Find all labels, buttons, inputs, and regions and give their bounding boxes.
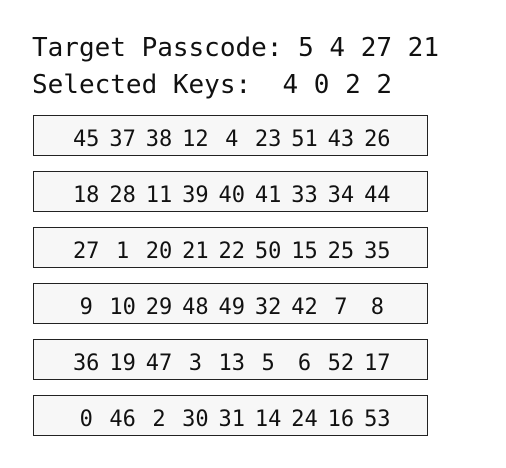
key-button[interactable]: 28 xyxy=(109,182,136,208)
key-row-6[interactable]: 0 46 2 30 31 14 24 16 53 xyxy=(33,395,428,436)
key-button[interactable]: 4 xyxy=(225,126,239,152)
target-passcode-label: Target Passcode: xyxy=(32,33,283,63)
key-button[interactable]: 53 xyxy=(364,406,391,432)
key-button[interactable]: 36 xyxy=(72,350,100,376)
key-button[interactable]: 44 xyxy=(364,182,391,208)
key-button[interactable]: 9 xyxy=(79,294,93,320)
key-button[interactable]: 40 xyxy=(218,182,246,208)
key-button[interactable]: 18 xyxy=(72,182,100,208)
selected-keys-value: 4 0 2 2 xyxy=(282,70,393,100)
key-button[interactable]: 21 xyxy=(182,238,209,264)
key-button[interactable]: 14 xyxy=(254,406,282,432)
key-button[interactable]: 17 xyxy=(364,350,391,376)
key-button[interactable]: 25 xyxy=(327,238,355,264)
key-button[interactable]: 52 xyxy=(327,350,355,376)
key-button[interactable]: 7 xyxy=(334,294,348,320)
key-button[interactable]: 20 xyxy=(145,238,173,264)
key-button[interactable]: 32 xyxy=(254,294,282,320)
selected-keys-line: Selected Keys: 4 0 2 2 xyxy=(32,70,392,100)
key-button[interactable]: 38 xyxy=(145,126,173,152)
key-button[interactable]: 5 xyxy=(261,350,275,376)
key-button[interactable]: 6 xyxy=(297,350,312,376)
key-button[interactable]: 51 xyxy=(291,126,318,152)
key-row-1[interactable]: 45 37 38 12 4 23 51 43 26 xyxy=(33,115,428,156)
key-button[interactable]: 16 xyxy=(327,406,355,432)
key-button[interactable]: 37 xyxy=(109,126,136,152)
key-button[interactable]: 10 xyxy=(109,294,136,320)
key-button[interactable]: 39 xyxy=(182,182,209,208)
key-button[interactable]: 13 xyxy=(218,350,246,376)
key-button[interactable]: 31 xyxy=(218,406,246,432)
key-button[interactable]: 35 xyxy=(364,238,391,264)
key-button[interactable]: 49 xyxy=(218,294,246,320)
target-passcode-value: 5 4 27 21 xyxy=(298,33,439,63)
key-button[interactable]: 23 xyxy=(254,126,282,152)
target-passcode-line: Target Passcode: 5 4 27 21 xyxy=(32,33,439,63)
key-button[interactable]: 46 xyxy=(109,406,136,432)
key-button[interactable]: 48 xyxy=(182,294,209,320)
key-button[interactable]: 43 xyxy=(327,126,355,152)
key-button[interactable]: 15 xyxy=(291,238,318,264)
key-button[interactable]: 22 xyxy=(218,238,246,264)
key-button[interactable]: 26 xyxy=(364,126,391,152)
key-button[interactable]: 50 xyxy=(254,238,282,264)
key-button[interactable]: 30 xyxy=(182,406,209,432)
key-button[interactable]: 0 xyxy=(79,406,93,432)
key-button[interactable]: 1 xyxy=(115,238,130,264)
key-button[interactable]: 34 xyxy=(327,182,355,208)
key-button[interactable]: 47 xyxy=(145,350,173,376)
key-row-2[interactable]: 18 28 11 39 40 41 33 34 44 xyxy=(33,171,428,212)
key-button[interactable]: 8 xyxy=(370,294,384,320)
key-button[interactable]: 27 xyxy=(72,238,100,264)
key-button[interactable]: 19 xyxy=(109,350,136,376)
key-button[interactable]: 11 xyxy=(145,182,173,208)
key-button[interactable]: 33 xyxy=(291,182,318,208)
key-row-3[interactable]: 27 1 20 21 22 50 15 25 35 xyxy=(33,227,428,268)
selected-keys-label: Selected Keys: xyxy=(32,70,252,100)
key-button[interactable]: 29 xyxy=(145,294,173,320)
key-button[interactable]: 2 xyxy=(152,406,166,432)
key-button[interactable]: 12 xyxy=(182,126,209,152)
key-button[interactable]: 45 xyxy=(72,126,100,152)
key-button[interactable]: 41 xyxy=(254,182,282,208)
key-button[interactable]: 3 xyxy=(188,350,202,376)
key-button[interactable]: 24 xyxy=(291,406,318,432)
key-button[interactable]: 42 xyxy=(291,294,318,320)
